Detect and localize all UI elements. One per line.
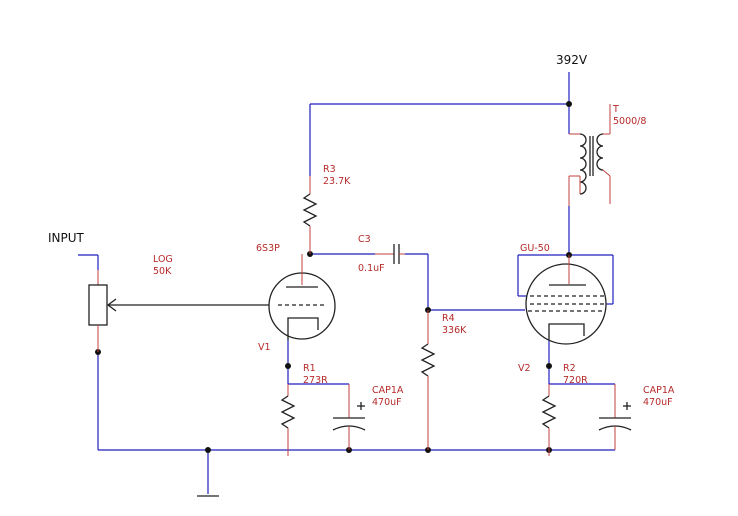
v2-ref-label: V2 [518, 363, 531, 374]
v1-ref-label: V1 [258, 342, 271, 353]
r2-ref-label: R2 [563, 363, 576, 374]
potentiometer-body [88, 284, 108, 326]
r4-ref-label: R4 [442, 313, 455, 324]
junction-ground-1 [205, 447, 211, 453]
r4-value-label: 336K [442, 325, 467, 336]
transformer-value-label: 5000/8 [613, 116, 646, 127]
tube-v2-cathode [548, 323, 585, 340]
cap2-value-label: 470uF [643, 397, 673, 408]
cap1-value-label: 470uF [372, 397, 402, 408]
junction-v2-cathode [546, 363, 552, 369]
transformer-primary-coil [579, 133, 587, 195]
resistor-r2 [541, 384, 557, 456]
resistor-r3-zigzag [302, 193, 318, 227]
pot-wiper-arrow-icon [106, 298, 117, 312]
capacitor-cap1a-v2 [598, 384, 632, 450]
r1-ref-label: R1 [303, 363, 316, 374]
capacitor-c3 [375, 244, 405, 264]
c3-ref-label: C3 [358, 234, 371, 245]
r3-value-label: 23.7K [323, 176, 351, 187]
capacitor-cap1a-v1 [332, 384, 366, 450]
v1-tube-label: 6S3P [256, 243, 280, 254]
resistor-r4-zigzag [420, 343, 436, 377]
tube-v1-cathode [287, 317, 319, 340]
r3-ref-label: R3 [323, 164, 336, 175]
transformer-ref-label: T [612, 104, 619, 115]
cap2-ref-label: CAP1A [643, 385, 675, 396]
transformer-secondary-coil [596, 133, 604, 171]
c3-value-label: 0.1uF [358, 263, 385, 274]
junction-dots [95, 101, 572, 453]
potentiometer [88, 270, 274, 352]
input-label: INPUT [48, 231, 85, 245]
cap1-ref-label: CAP1A [372, 385, 404, 396]
resistor-r2-zigzag [541, 395, 557, 429]
pot-value-label: 50K [153, 266, 172, 277]
labels: 392V INPUT LOG 50K 6S3P V1 GU-50 V2 R3 2… [48, 53, 675, 408]
tube-v1 [268, 254, 336, 340]
resistor-r1 [280, 384, 296, 456]
pot-taper-label: LOG [153, 254, 173, 265]
resistor-r3 [302, 176, 318, 254]
output-transformer [568, 104, 611, 206]
wires [78, 72, 615, 494]
junction-b-plus [566, 101, 572, 107]
tube-v2 [525, 255, 607, 345]
r1-value-label: 273R [303, 375, 328, 386]
junction-v1-cathode [285, 363, 291, 369]
resistor-r1-zigzag [280, 395, 296, 429]
r2-value-label: 720R [563, 375, 588, 386]
resistor-r4 [420, 310, 436, 450]
supply-voltage-label: 392V [556, 53, 588, 67]
v2-tube-label: GU-50 [520, 243, 550, 254]
